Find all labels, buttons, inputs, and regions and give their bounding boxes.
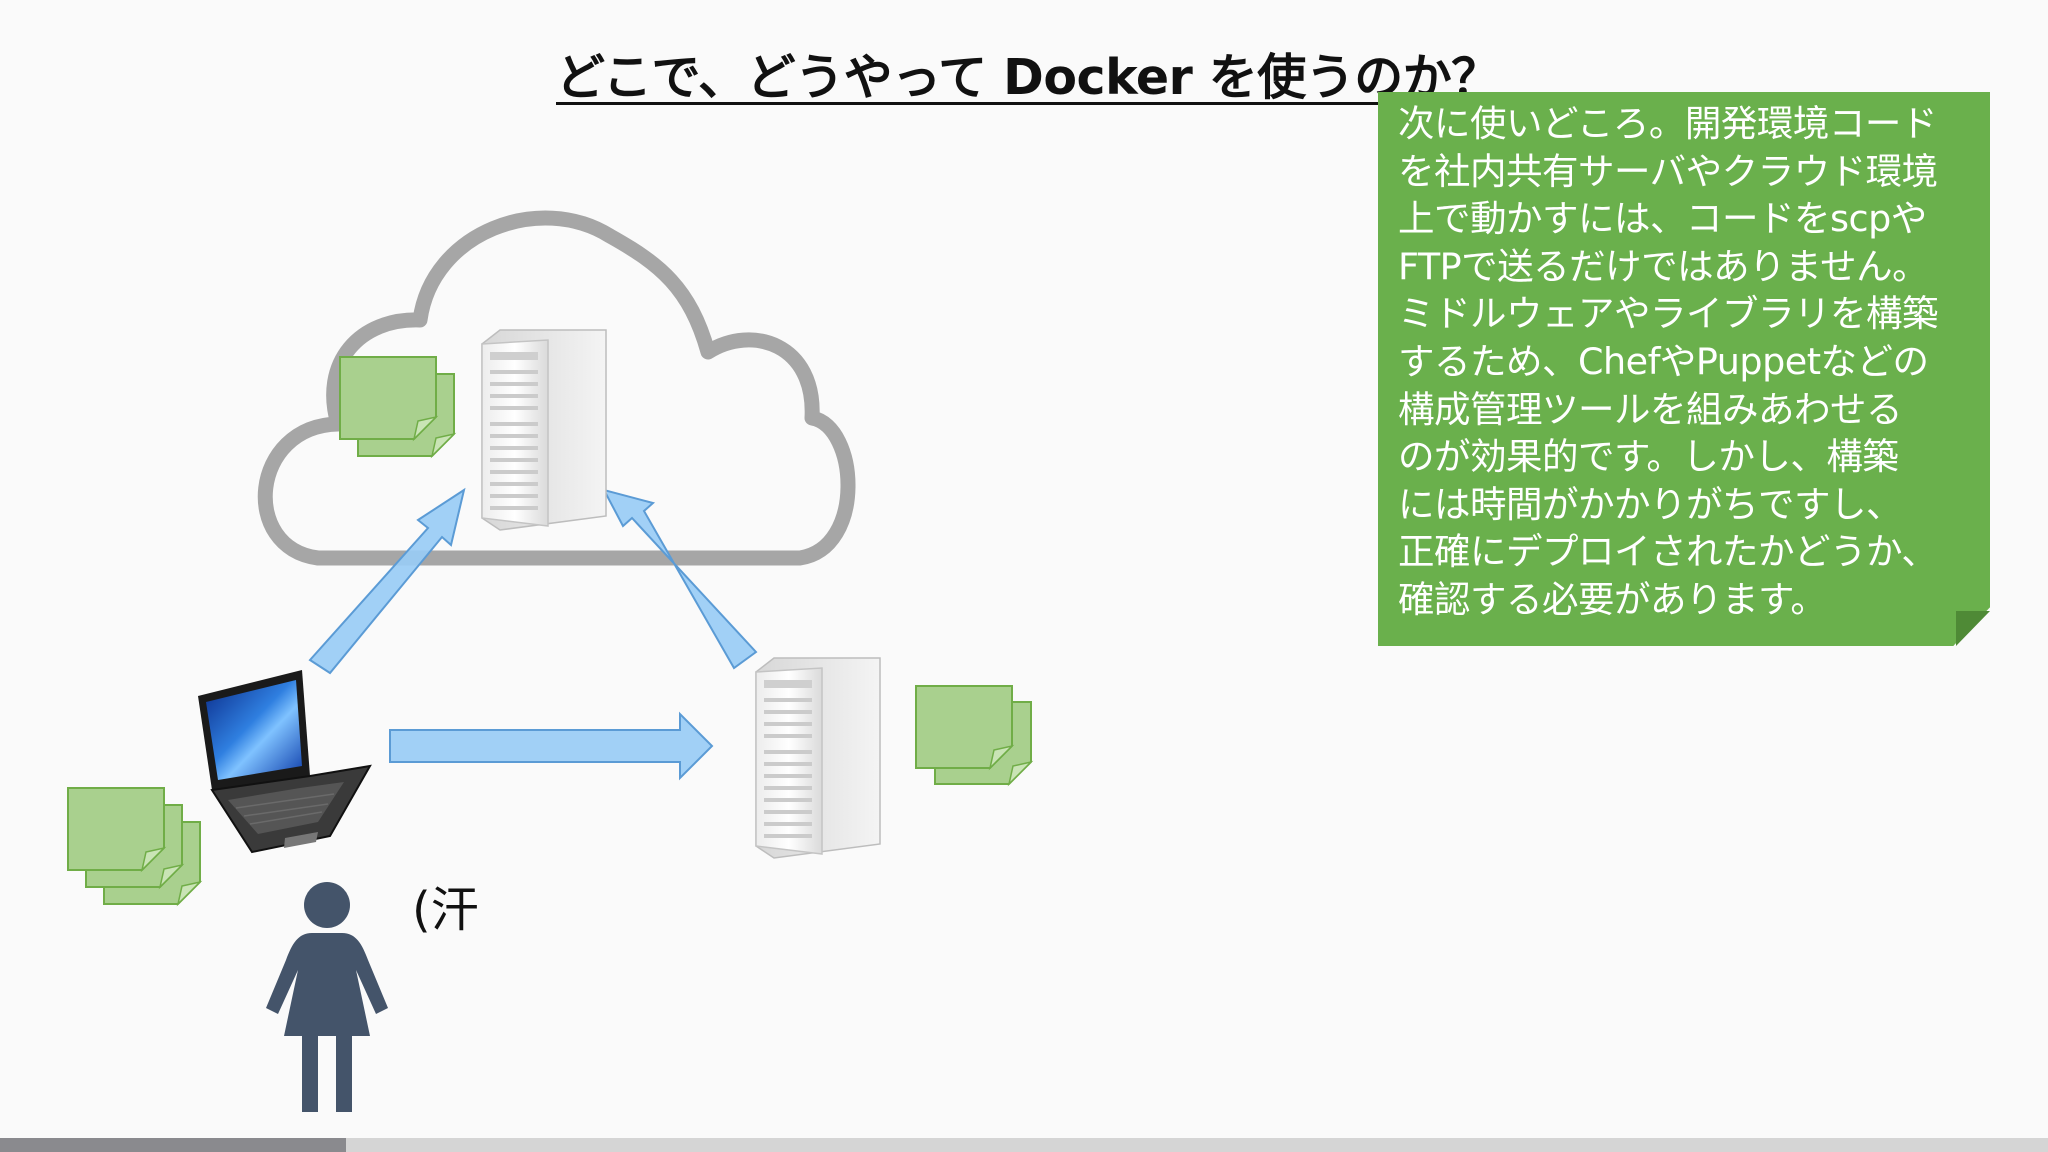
- cloud-icon: [257, 210, 856, 566]
- arrow-icon: [308, 487, 758, 781]
- slide-progress-bar[interactable]: [0, 1138, 2048, 1152]
- note-text: 次に使いどころ。開発環境コード を社内共有サーバやクラウド環境 上で動かすには、…: [1398, 102, 1939, 621]
- slide-progress-fill: [0, 1138, 347, 1152]
- sticky-note: 次に使いどころ。開発環境コード を社内共有サーバやクラウド環境 上で動かすには、…: [1378, 92, 1990, 646]
- sweat-annotation: (汗: [412, 882, 479, 938]
- laptop-icon: [198, 670, 372, 854]
- server-icon: [755, 657, 881, 859]
- server-icon: [481, 329, 607, 531]
- person-icon: [266, 882, 388, 1112]
- document-stack-icon: [339, 356, 455, 457]
- slide-title: どこで、どうやって Docker を使うのか？: [556, 49, 1500, 106]
- document-stack-icon: [915, 685, 1032, 785]
- document-stack-icon: [67, 787, 201, 905]
